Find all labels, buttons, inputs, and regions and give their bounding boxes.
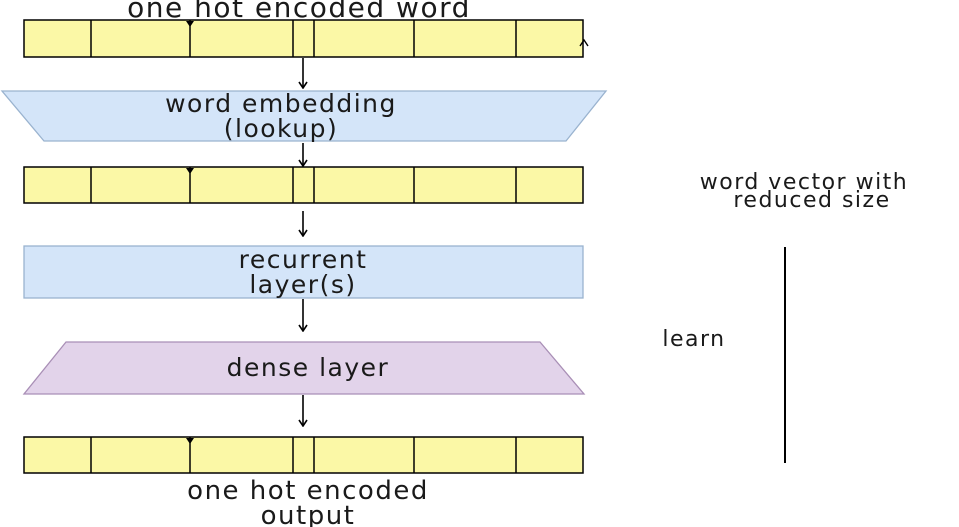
reduced-vector (23, 166, 584, 204)
embedding-label-line2: (lookup) (224, 114, 338, 143)
vector-note-line1: word vector with (700, 170, 909, 195)
recurrent-label-line1: recurrent (239, 245, 368, 274)
recurrent-label-line2: layer(s) (249, 270, 356, 299)
learn-label: learn (662, 327, 725, 352)
input-vector (23, 19, 589, 58)
dense-layer: dense layer (22, 341, 586, 395)
output-label-line1: one hot encoded (187, 476, 429, 506)
dense-label: dense layer (227, 353, 390, 382)
embedding-layer: word embedding (lookup) (0, 89, 608, 143)
embedding-label-line1: word embedding (165, 89, 397, 118)
output-label-line2: output (261, 501, 356, 527)
recurrent-layer: recurrent layer(s) (23, 245, 584, 299)
output-vector (23, 436, 584, 474)
vector-note-line2: reduced size (733, 188, 890, 213)
